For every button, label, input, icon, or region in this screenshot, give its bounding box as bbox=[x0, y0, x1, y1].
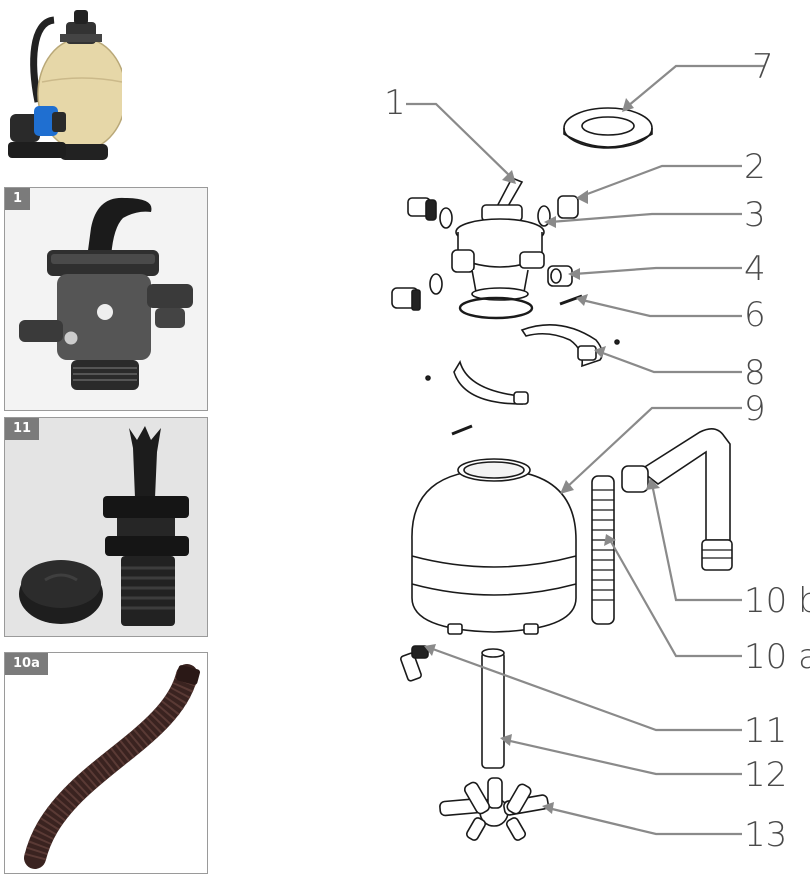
thumbnail-filter-unit bbox=[2, 2, 127, 170]
part-13-laterals bbox=[439, 777, 549, 841]
part-4-union-nut bbox=[391, 265, 573, 311]
part-1-multiport-valve bbox=[451, 176, 545, 301]
callout-7: 7 bbox=[752, 47, 774, 87]
callout-10a: 10 a bbox=[744, 637, 810, 677]
part-12-center-pipe bbox=[481, 648, 505, 769]
part-3-o-ring bbox=[429, 205, 551, 295]
callout-2: 2 bbox=[744, 147, 766, 187]
callout-1: 1 bbox=[384, 83, 406, 123]
callout-11: 11 bbox=[744, 711, 787, 751]
callout-12: 12 bbox=[744, 755, 787, 795]
callout-9: 9 bbox=[744, 389, 766, 429]
callout-13: 13 bbox=[744, 815, 787, 855]
callout-10b: 10 b bbox=[744, 581, 810, 621]
part-10a-flex-tube bbox=[591, 475, 615, 625]
callout-4: 4 bbox=[744, 249, 766, 289]
thumbnail-badge: 1 bbox=[5, 188, 31, 210]
flex-hose-photo bbox=[5, 653, 207, 873]
callout-8: 8 bbox=[744, 353, 766, 393]
thumbnail-badge: 10a bbox=[5, 653, 48, 675]
part-11-drain-plug bbox=[400, 645, 429, 682]
part-7-lid-ring bbox=[563, 107, 653, 149]
multiport-valve-photo bbox=[5, 188, 207, 410]
part-6-gasket bbox=[458, 294, 583, 320]
callout-6: 6 bbox=[744, 295, 766, 335]
bulkhead-fitting-photo bbox=[5, 418, 207, 636]
thumbnail-flex-hose: 10a bbox=[4, 652, 208, 874]
leader-lines bbox=[406, 64, 764, 836]
filter-unit-photo bbox=[8, 10, 127, 160]
leader-arrowheads bbox=[424, 98, 660, 814]
thumbnail-multiport-valve: 1 bbox=[4, 187, 208, 411]
callout-3: 3 bbox=[744, 195, 766, 235]
thumbnail-bulkhead-fitting: 11 bbox=[4, 417, 208, 637]
thumbnail-badge: 11 bbox=[5, 418, 40, 440]
part-9-filter-tank bbox=[411, 458, 577, 635]
callout-labels: 1 2 3 4 6 7 8 9 10 b 10 a 11 12 13 bbox=[384, 47, 810, 855]
part-2-fitting bbox=[407, 195, 579, 221]
part-8-clamp bbox=[425, 324, 620, 436]
part-10b-elbow-pipe bbox=[621, 428, 733, 571]
